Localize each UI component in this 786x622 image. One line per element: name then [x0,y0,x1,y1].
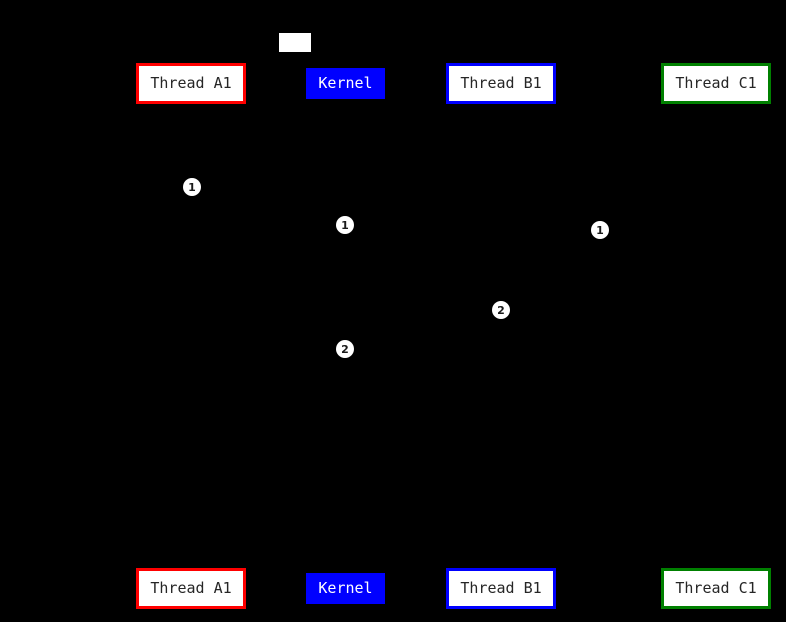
arrowhead-icon [501,320,508,328]
sequence-number-bubble: 1 [336,216,354,234]
participant-box-thread-c1[interactable]: Thread C1 [661,63,771,104]
participant-label: Thread B1 [460,579,542,597]
lifeline-thread-b1 [501,104,502,568]
participant-box-thread-b1[interactable]: Thread B1 [446,63,556,104]
participant-label: Thread C1 [675,74,757,92]
participant-label: Thread A1 [150,74,232,92]
lifeline-kernel [345,104,346,568]
message-arrow-5 [345,363,501,364]
participant-label: Thread A1 [150,579,232,597]
message-arrow-3 [501,244,716,245]
arrowhead-icon [494,235,501,243]
lifeline-thread-c1 [716,104,717,568]
participant-label: Kernel [318,74,373,92]
lifeline-thread-a1 [191,104,192,568]
participant-box-thread-c1[interactable]: Thread C1 [661,568,771,609]
message-arrow-4 [501,324,716,325]
arrowhead-icon [345,359,352,367]
participant-label: Thread C1 [675,579,757,597]
participant-label: Thread B1 [460,74,542,92]
sequence-number-bubble: 2 [336,340,354,358]
arrowhead-icon [709,240,716,248]
participant-box-kernel[interactable]: Kernel [306,573,385,604]
participant-box-thread-a1[interactable]: Thread A1 [136,63,246,104]
sequence-number-bubble: 1 [591,221,609,239]
message-arrow-1 [191,201,345,202]
sequence-number-bubble: 2 [492,301,510,319]
participant-box-thread-b1[interactable]: Thread B1 [446,568,556,609]
sequence-number-bubble: 1 [183,178,201,196]
blank-title-box [279,33,311,52]
participant-box-kernel[interactable]: Kernel [306,68,385,99]
arrowhead-icon [338,197,345,205]
participant-label: Kernel [318,579,373,597]
message-arrow-2 [345,239,501,240]
participant-box-thread-a1[interactable]: Thread A1 [136,568,246,609]
